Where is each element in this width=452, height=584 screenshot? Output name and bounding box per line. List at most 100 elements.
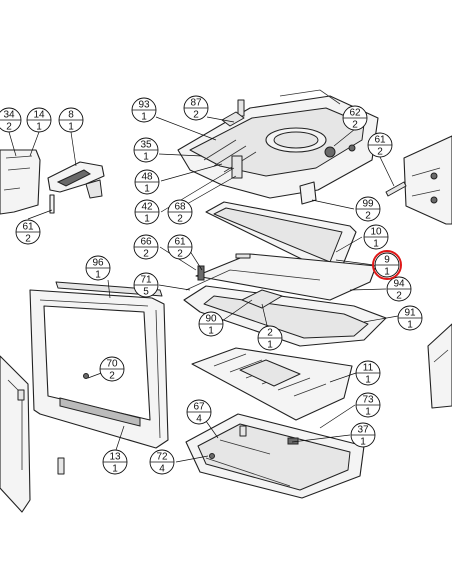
balloon-part-number: 90 — [205, 314, 217, 325]
part-balloon-48: 481 — [134, 169, 160, 195]
balloon-quantity: 2 — [377, 147, 383, 158]
balloon-quantity: 2 — [396, 291, 402, 302]
balloon-part-number: 72 — [156, 452, 168, 463]
part-balloon-68: 682 — [167, 199, 193, 225]
balloon-quantity: 1 — [143, 152, 149, 163]
part-balloon-87: 872 — [183, 95, 209, 121]
balloon-part-number: 93 — [138, 100, 150, 111]
balloon-part-number: 91 — [404, 308, 416, 319]
balloon-part-number: 68 — [174, 202, 186, 213]
balloon-quantity: 4 — [159, 464, 165, 475]
balloon-quantity: 1 — [144, 184, 150, 195]
highlight-ring — [372, 250, 402, 280]
balloon-part-number: 2 — [267, 328, 273, 339]
part-balloon-71: 715 — [133, 272, 159, 298]
part-96-door-glass — [29, 281, 169, 449]
balloon-quantity: 1 — [208, 326, 214, 337]
balloon-quantity: 2 — [352, 120, 358, 131]
balloon-quantity: 1 — [95, 270, 101, 281]
part-balloon-67: 674 — [186, 399, 212, 425]
balloon-part-number: 34 — [3, 110, 15, 121]
balloon-part-number: 9 — [384, 255, 390, 266]
balloon-quantity: 1 — [68, 122, 74, 133]
part-61-pin-left — [49, 194, 55, 214]
part-balloon-73: 731 — [355, 392, 381, 418]
balloon-quantity: 2 — [177, 214, 183, 225]
balloon-part-number: 96 — [92, 258, 104, 269]
part-11-grate — [191, 347, 353, 421]
part-34-side-panel — [0, 149, 41, 215]
part-balloon-37: 371 — [350, 422, 376, 448]
balloon-quantity: 2 — [143, 249, 149, 260]
part-balloon-72: 724 — [149, 449, 175, 475]
part-balloon-11: 111 — [355, 360, 381, 386]
part-balloon-2: 21 — [257, 325, 283, 351]
balloon-quantity: 1 — [112, 464, 118, 475]
balloon-part-number: 71 — [140, 275, 152, 286]
balloon-part-number: 61 — [374, 135, 386, 146]
balloon-part-number: 35 — [140, 140, 152, 151]
part-top-casting — [177, 89, 379, 205]
part-balloon-99: 992 — [355, 196, 381, 222]
part-balloon-66: 662 — [133, 234, 159, 260]
part-balloon-94: 942 — [386, 276, 412, 302]
balloon-part-number: 87 — [190, 98, 202, 109]
part-right-small-panel — [427, 323, 452, 409]
part-balloon-14: 141 — [26, 107, 52, 133]
balloon-part-number: 94 — [393, 279, 405, 290]
part-balloon-61: 612 — [367, 132, 393, 158]
balloon-part-number: 11 — [363, 363, 374, 374]
balloon-part-number: 61 — [22, 222, 34, 233]
balloon-quantity: 1 — [144, 214, 150, 225]
balloon-quantity: 1 — [36, 122, 42, 133]
balloon-part-number: 10 — [370, 227, 382, 238]
balloon-quantity: 1 — [365, 375, 371, 386]
part-left-door-panel — [0, 355, 65, 513]
balloon-quantity: 2 — [177, 249, 183, 260]
part-balloon-8: 81 — [58, 107, 84, 133]
part-balloon-10: 101 — [363, 224, 389, 250]
balloon-part-number: 73 — [362, 395, 374, 406]
part-8-bracket — [47, 161, 105, 199]
part-balloon-35: 351 — [133, 137, 159, 163]
balloon-quantity: 2 — [109, 371, 115, 382]
part-balloon-61: 612 — [167, 234, 193, 260]
balloon-quantity: 1 — [384, 267, 390, 278]
part-balloon-90: 901 — [198, 311, 224, 337]
balloon-part-number: 48 — [141, 172, 153, 183]
part-balloon-91: 911 — [397, 305, 423, 331]
part-73-ash-pan — [185, 413, 365, 499]
part-balloon-13: 131 — [102, 449, 128, 475]
part-balloon-93: 931 — [131, 97, 157, 123]
balloon-part-number: 67 — [193, 402, 205, 413]
part-balloon-62: 622 — [342, 105, 368, 131]
balloon-part-number: 37 — [357, 425, 369, 436]
part-balloon-42: 421 — [134, 199, 160, 225]
balloon-quantity: 1 — [365, 407, 371, 418]
part-balloon-70: 702 — [99, 356, 125, 382]
part-2-grate-frame — [183, 253, 387, 347]
balloon-quantity: 1 — [373, 239, 379, 250]
balloon-part-number: 14 — [33, 110, 45, 121]
balloon-quantity: 4 — [196, 414, 202, 425]
balloon-part-number: 70 — [106, 359, 118, 370]
balloon-quantity: 2 — [25, 234, 31, 245]
balloon-quantity: 2 — [365, 211, 371, 222]
balloon-quantity: 2 — [193, 110, 199, 121]
balloon-part-number: 62 — [349, 108, 361, 119]
balloon-quantity: 1 — [267, 340, 273, 351]
balloon-part-number: 13 — [109, 452, 121, 463]
part-balloon-9: 91 — [374, 252, 400, 278]
balloon-part-number: 61 — [174, 237, 186, 248]
part-balloon-96: 961 — [85, 255, 111, 281]
balloon-part-number: 66 — [140, 237, 152, 248]
part-balloon-34: 342 — [0, 107, 22, 133]
balloon-quantity: 1 — [407, 320, 413, 331]
part-61-screw-right — [385, 181, 407, 197]
balloon-quantity: 1 — [141, 112, 147, 123]
part-right-side-panel — [403, 135, 452, 225]
balloon-part-number: 8 — [68, 110, 74, 121]
